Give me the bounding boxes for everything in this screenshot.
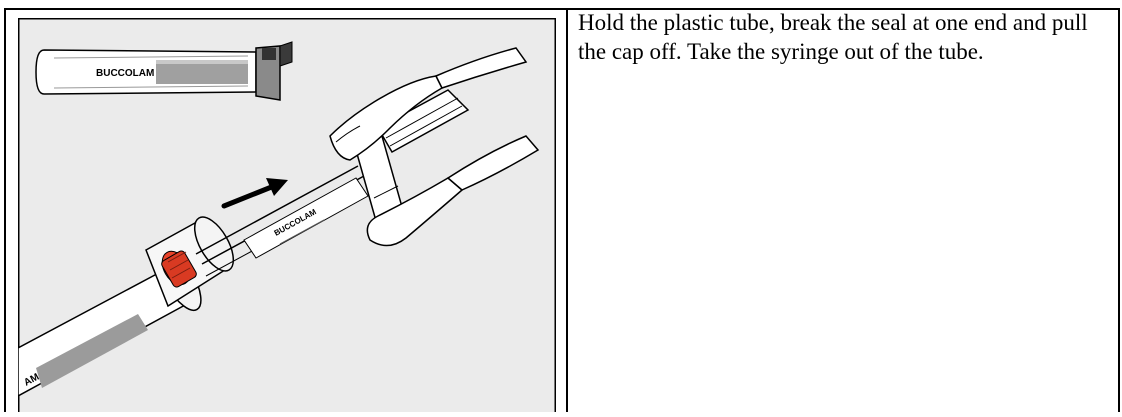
- step-instruction-text: Hold the plastic tube, break the seal at…: [578, 8, 1113, 66]
- tube-brand-text: BUCCOLAM: [96, 68, 154, 79]
- illustration-panel: BUCCOLAM AM: [18, 18, 556, 412]
- syringe-illustration: BUCCOLAM AM: [18, 18, 556, 412]
- table-right-border: [1118, 8, 1120, 412]
- table-column-divider: [566, 8, 568, 412]
- table-left-border: [4, 8, 6, 412]
